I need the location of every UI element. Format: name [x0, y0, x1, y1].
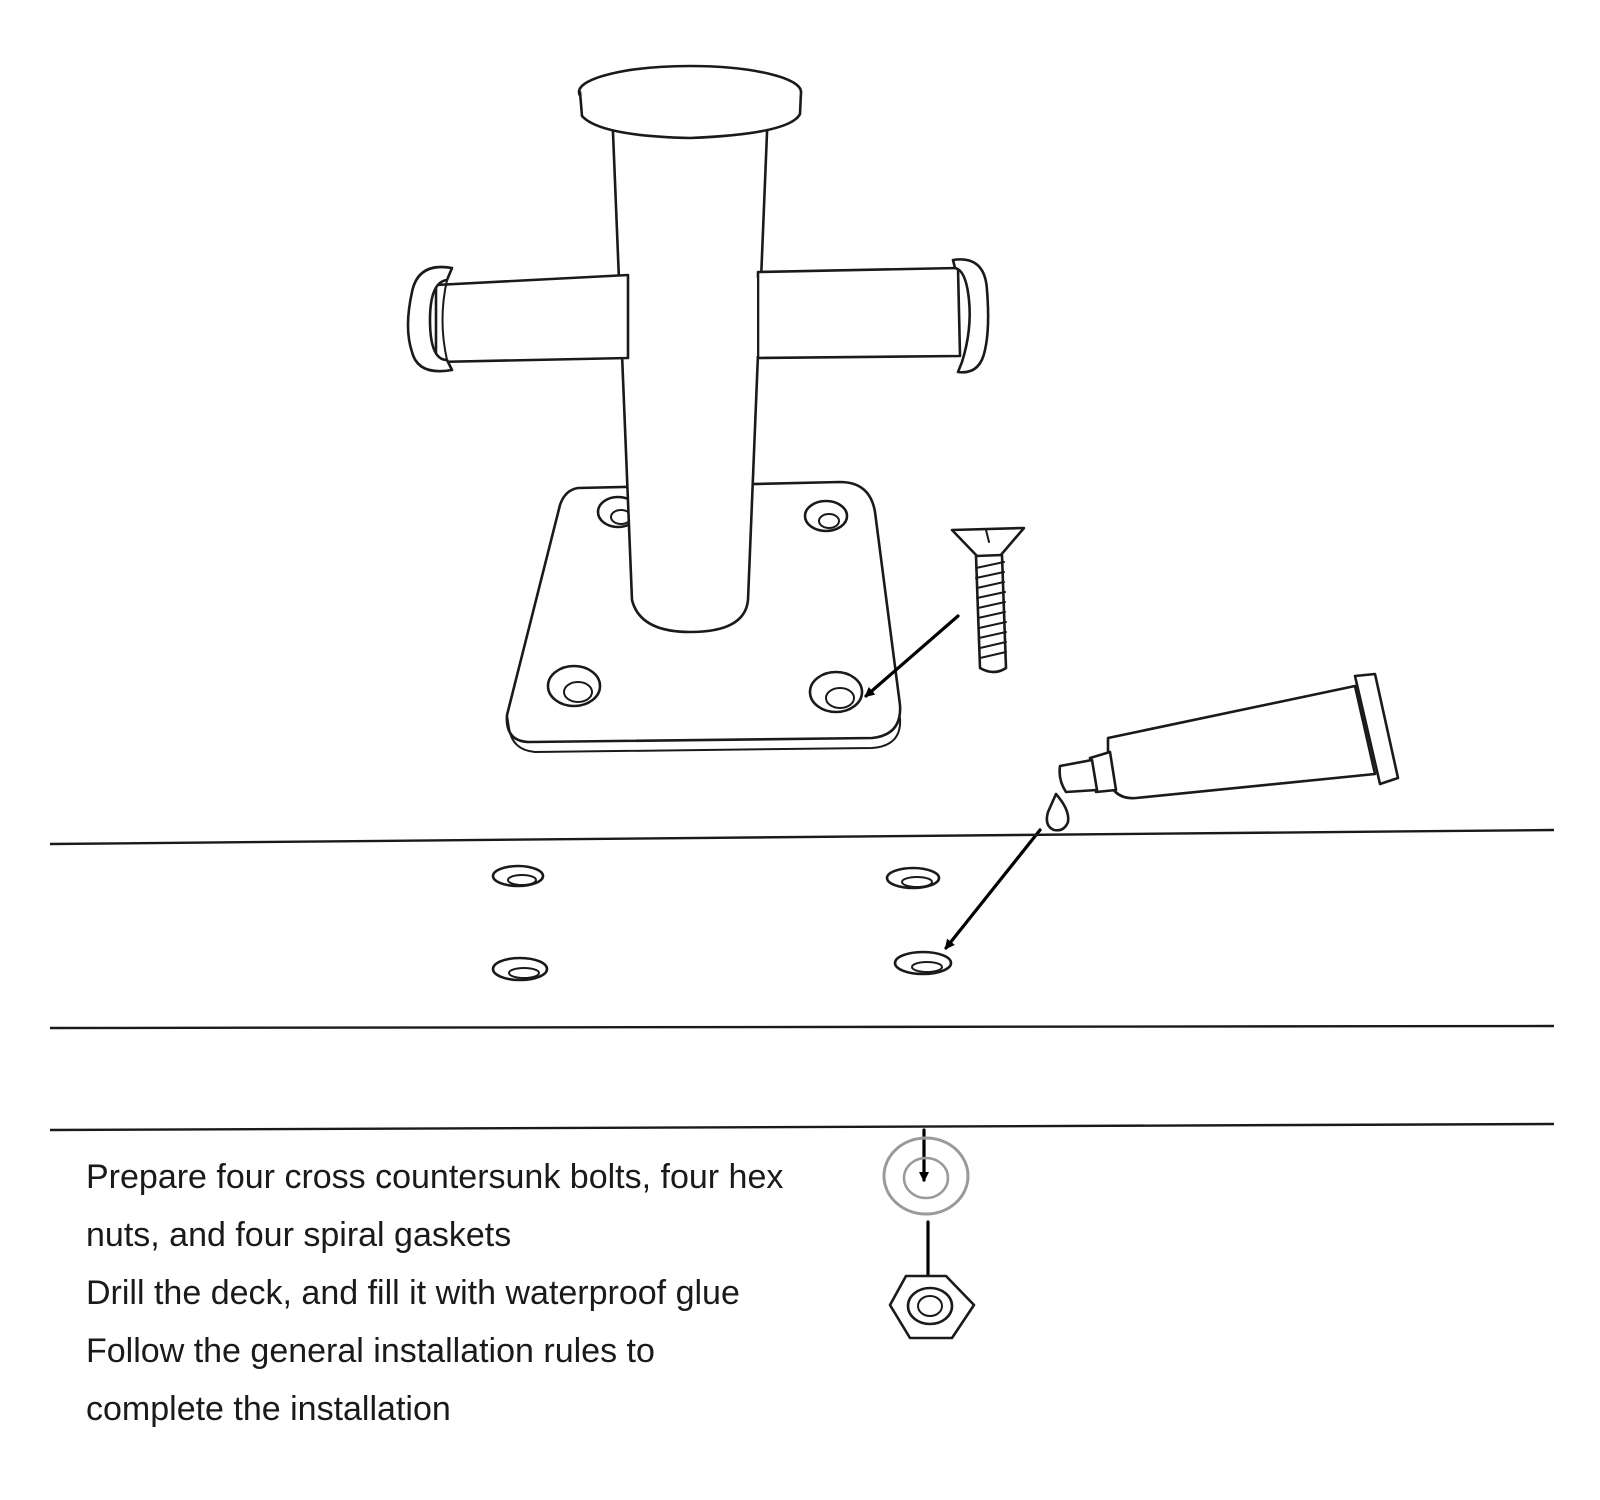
instruction-line: complete the installation [86, 1390, 451, 1428]
spiral-gasket-icon [882, 1136, 970, 1216]
glue-tube-icon [1058, 672, 1400, 800]
instruction-line: Drill the deck, and fill it with waterpr… [86, 1274, 740, 1312]
instruction-line: Follow the general installation rules to [86, 1332, 655, 1370]
instruction-line: nuts, and four spiral gaskets [86, 1216, 512, 1254]
instructions-text: Prepare four cross countersunk bolts, fo… [86, 1148, 886, 1438]
rod-holder-icon [406, 64, 990, 754]
deck-hole [491, 864, 545, 888]
deck-hole [885, 866, 941, 890]
deck-hole [893, 950, 953, 976]
bolt-arrow [864, 614, 960, 698]
instruction-line: Prepare four cross countersunk bolts, fo… [86, 1158, 784, 1196]
plate-hole [808, 670, 864, 714]
plate-hole [803, 499, 849, 533]
hex-nut-icon [888, 1274, 976, 1340]
glue-arrow [944, 828, 1042, 950]
plate-hole [546, 664, 602, 708]
countersunk-bolt-icon [950, 526, 1026, 674]
deck [49, 828, 1555, 1132]
glue-drop-icon [1045, 792, 1070, 832]
deck-hole [491, 956, 549, 982]
